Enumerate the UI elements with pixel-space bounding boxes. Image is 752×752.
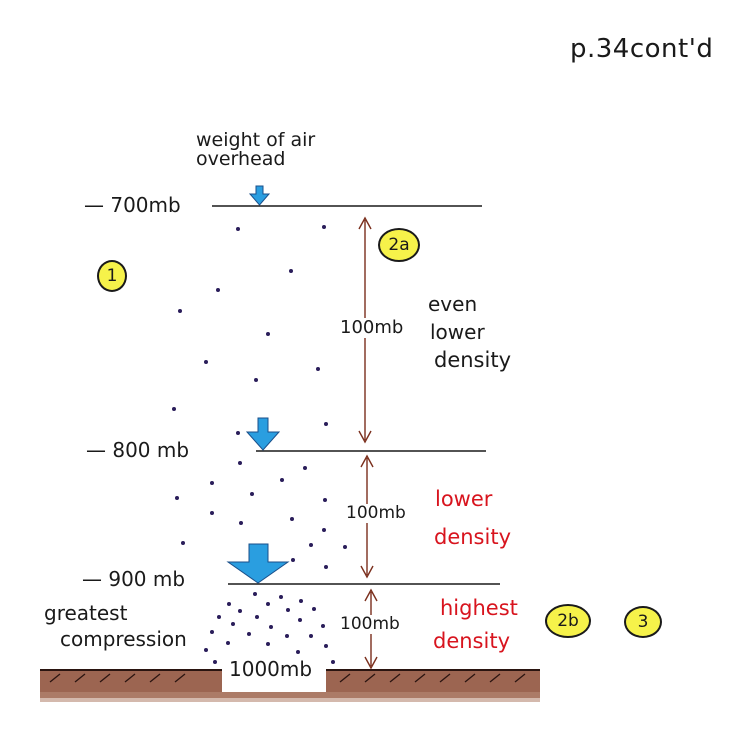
- top-label-line-2: overhead: [196, 148, 286, 170]
- arrow-weight-900: [226, 543, 290, 584]
- ground-label-box: [222, 652, 326, 692]
- page-reference: p.34cont'd: [570, 34, 714, 64]
- density-middle-line-1: lower: [435, 487, 493, 511]
- air-dots: [172, 225, 347, 664]
- level-label-800: — 800 mb: [86, 438, 190, 462]
- badge-3: 3: [624, 606, 662, 638]
- density-bottom-line-2: density: [433, 629, 510, 653]
- interval-label-2: 100mb: [346, 503, 406, 523]
- density-top-line-3: density: [434, 348, 511, 372]
- interval-label-3: 100mb: [340, 614, 400, 634]
- level-label-900: — 900 mb: [82, 567, 186, 591]
- left-note-line-2: compression: [60, 627, 187, 651]
- top-label-line-1: weight of air: [196, 129, 316, 151]
- badge-1: 1: [97, 260, 127, 292]
- badge-2b: 2b: [545, 604, 591, 638]
- density-top-line-2: lower: [430, 320, 485, 344]
- density-bottom-line-1: highest: [440, 596, 518, 620]
- level-label-1000: 1000mb: [229, 657, 313, 681]
- ground-shadow: [40, 692, 540, 702]
- level-label-700: — 700mb: [84, 193, 181, 217]
- density-top-line-1: even: [428, 292, 478, 316]
- interval-label-1: 100mb: [340, 317, 404, 338]
- left-note-line-1: greatest: [44, 601, 128, 625]
- density-middle-line-2: density: [434, 525, 511, 549]
- badge-2a: 2a: [378, 228, 420, 262]
- arrow-weight-800: [245, 417, 281, 451]
- arrow-weight-700: [248, 185, 271, 206]
